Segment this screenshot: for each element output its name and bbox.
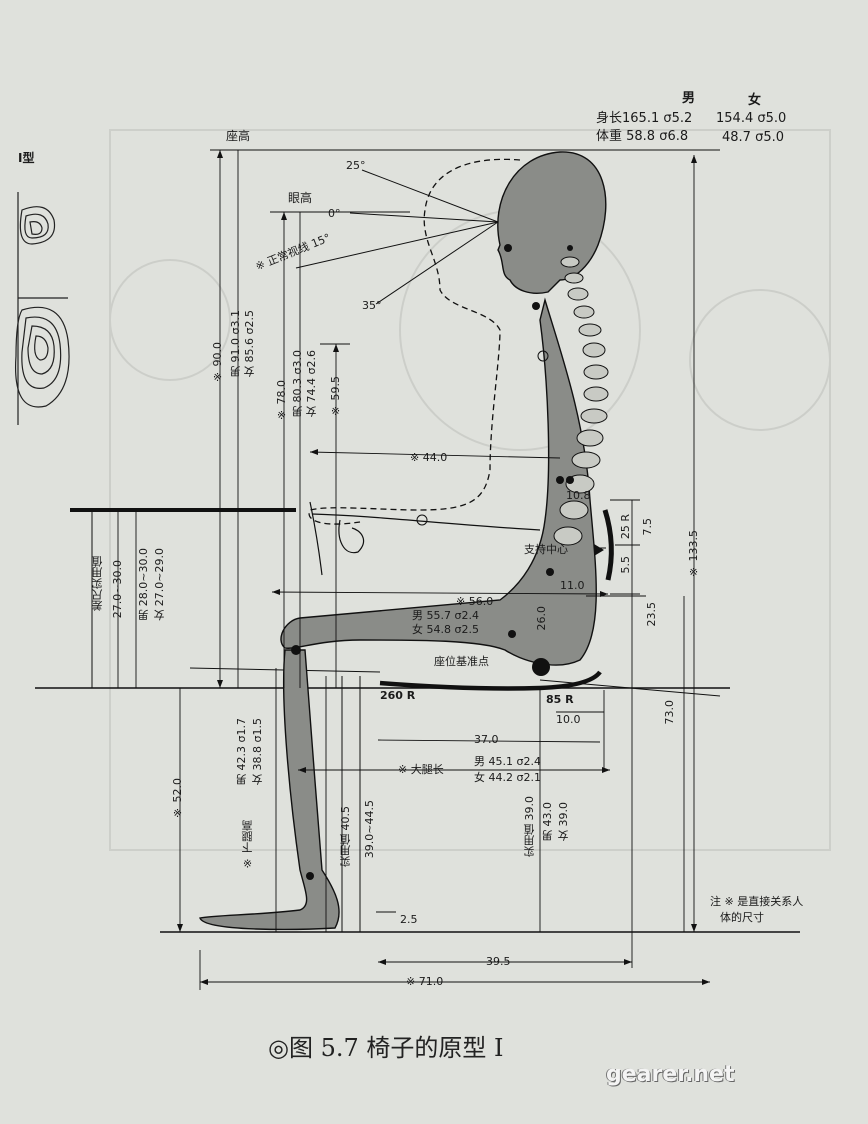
dim-71: ※ 71.0: [406, 975, 444, 988]
dim-59: ※ 59.5: [329, 376, 342, 417]
dim-133-5: ※ 133.5: [687, 530, 700, 578]
elbow-range: 27.0~30.0: [111, 560, 124, 619]
dim-10-8: 10.8: [566, 489, 591, 502]
angle-25-label: 25°: [346, 159, 366, 172]
dim-39-5: 39.5: [486, 955, 511, 968]
support-center-marker: [594, 544, 604, 556]
figure-caption: ◎图 5.7 椅子的原型 I: [268, 1034, 504, 1062]
dim-44: ※ 44.0: [410, 451, 448, 464]
open-joint-markers: [416, 350, 549, 526]
eye-height-label: 眼高: [288, 191, 313, 205]
dim-23-5: 23.5: [645, 602, 658, 627]
dim-25r: 25 R: [619, 514, 632, 540]
angle-35-label: 35°: [362, 299, 382, 312]
note-line-2: 体的尺寸: [720, 911, 764, 924]
lower-leg-female: 女 38.8 σ1.5: [251, 718, 264, 785]
note-line-1: 注 ※ 是直接关系人: [710, 895, 804, 908]
height-stat-female: 154.4 σ5.0: [716, 111, 787, 126]
dim-26: 26.0: [535, 606, 548, 631]
arrowheads: [177, 150, 710, 985]
dim-73: 73.0: [663, 700, 676, 725]
male-header: 男: [682, 91, 696, 106]
seat-reference-point: [532, 658, 550, 676]
sight-lines: [295, 169, 499, 305]
height-stat: 身长165.1 σ5.2: [596, 111, 693, 126]
dim-80-male: 男 80.3 σ3.0: [291, 350, 304, 417]
type-i-contour: [14, 192, 70, 425]
watermark: gearer.net: [606, 1062, 735, 1087]
joint-markers: [291, 244, 574, 880]
radius-260: 260 R: [380, 689, 416, 702]
practical-male: 男 43.0: [541, 802, 554, 841]
chair-profile: [341, 509, 614, 932]
dim-78: ※ 78.0: [275, 380, 288, 421]
female-header: 女: [748, 93, 762, 108]
practical-40-5: 实用值 40.5: [339, 806, 352, 867]
spine: [553, 256, 609, 546]
forearm-outline: [309, 501, 541, 576]
dim-5-5: 5.5: [619, 556, 632, 574]
dim-2-5: 2.5: [400, 913, 418, 926]
dim-7-5: 7.5: [641, 518, 654, 536]
dim-91-male: 男 91.0 σ3.1: [229, 310, 242, 377]
practical-39: 实用值 39.0: [523, 796, 536, 857]
thigh-length-label: ※ 大腿长: [398, 763, 444, 776]
support-center-label: 支持中心: [524, 543, 568, 556]
thigh-male: 男 45.1 σ2.4: [474, 755, 541, 768]
dimension-lines: [117, 150, 710, 990]
dim-56: ※ 56.0: [456, 595, 494, 608]
human-body-silhouette: [199, 151, 607, 931]
dashed-outline: [308, 158, 521, 525]
elbow-male: 男 28.0~30.0: [137, 548, 150, 621]
dim-85-female: 女 85.6 σ2.5: [243, 310, 256, 377]
type-i-label: I型: [18, 151, 35, 165]
radius-85: 85 R: [546, 693, 574, 706]
seat-height-top-label: 座高: [226, 129, 251, 143]
lower-leg-label: ※ 下腿高: [241, 820, 254, 870]
dim-90: ※ 90.0: [211, 342, 224, 383]
seat-reference-label: 座位基准点: [434, 655, 489, 668]
dim-11: 11.0: [560, 579, 585, 592]
dim-37: 37.0: [474, 733, 499, 746]
dim-54-8-female: 女 54.8 σ2.5: [412, 623, 479, 636]
practical-female: 女 39.0: [557, 802, 570, 841]
weight-stat: 体重 58.8 σ6.8: [596, 129, 689, 144]
angle-0-label: 0°: [328, 207, 341, 220]
elbow-title: 差尺实用值: [91, 556, 104, 611]
dim-52: ※ 52.0: [171, 778, 184, 819]
dim-74-female: 女 74.4 σ2.6: [305, 350, 318, 417]
weight-stat-female: 48.7 σ5.0: [722, 130, 784, 145]
thigh-female: 女 44.2 σ2.1: [474, 771, 541, 784]
practical-range: 39.0~44.5: [363, 800, 376, 859]
lower-leg-male: 男 42.3 σ1.7: [235, 718, 248, 785]
dim-55-7-male: 男 55.7 σ2.4: [412, 609, 479, 622]
elbow-female: 女 27.0~29.0: [153, 548, 166, 621]
dim-10: 10.0: [556, 713, 581, 726]
